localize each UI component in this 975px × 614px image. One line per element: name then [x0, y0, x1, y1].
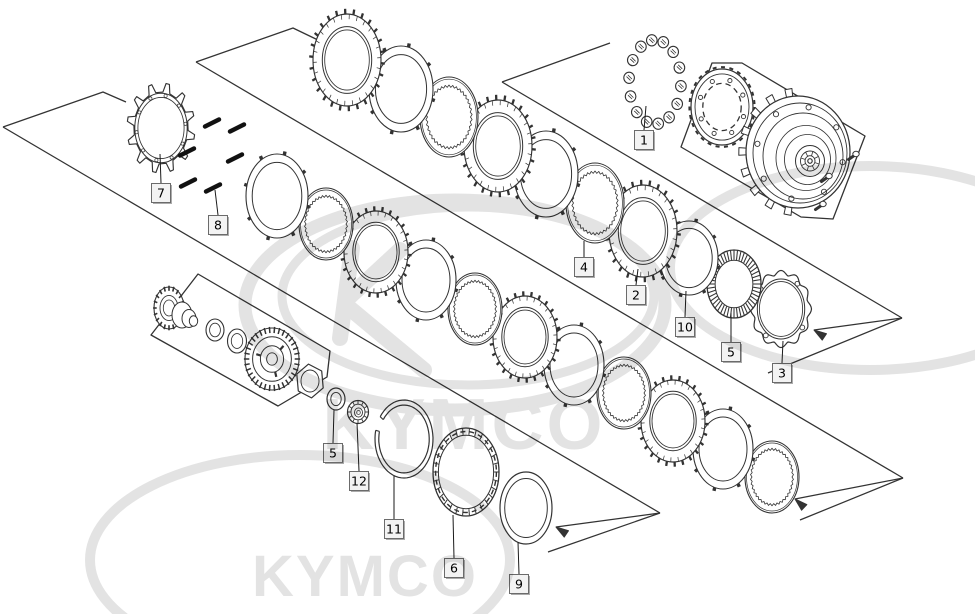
watermark-wordmark-secondary: KYMCO	[252, 544, 478, 609]
callout-number: 8	[214, 217, 222, 232]
callout-number: 7	[157, 185, 165, 200]
disc-friction-plate	[460, 94, 536, 198]
disc-friction-plate	[489, 291, 561, 383]
bolt	[814, 200, 827, 211]
callout-box[interactable]	[151, 183, 171, 203]
disc-wave-plate	[419, 76, 479, 158]
callout-1[interactable]: 1	[634, 105, 656, 151]
callout-box[interactable]	[626, 285, 646, 305]
ring-plain	[499, 471, 553, 545]
callout-box[interactable]	[349, 471, 369, 491]
disc-steel-plate	[393, 237, 459, 323]
callout-12[interactable]: 12	[349, 422, 371, 492]
callout-8[interactable]: 8	[208, 189, 230, 236]
callout-box[interactable]	[574, 257, 594, 277]
drive-plate	[126, 82, 196, 174]
gear-ring	[432, 427, 500, 517]
callout-number: 3	[778, 365, 786, 380]
watermark-swoosh-main-outer	[238, 193, 672, 417]
bolt	[820, 172, 833, 183]
callout-box[interactable]	[444, 558, 464, 578]
callout-number: 11	[386, 521, 402, 536]
callout-number: 2	[632, 287, 640, 302]
gear-shaft-assembly	[153, 285, 324, 399]
callout-9[interactable]: 9	[509, 541, 531, 595]
callout-box[interactable]	[384, 519, 404, 539]
disc-wave-plate	[744, 440, 800, 514]
disc-steel-plate	[366, 43, 436, 135]
band-lower-band	[2, 91, 661, 553]
callout-number: 4	[580, 259, 588, 274]
callout-3[interactable]: 3	[772, 340, 794, 384]
watermark: KYMCO KYMCO	[85, 161, 975, 614]
watermark-swoosh-main-inner	[277, 202, 659, 390]
callout-4[interactable]: 4	[574, 241, 596, 278]
watermark-wordmark: KYMCO	[323, 385, 606, 465]
callout-2[interactable]: 2	[626, 268, 648, 306]
callout-10[interactable]: 10	[675, 290, 697, 338]
bearing	[346, 399, 370, 425]
watermark-k-glyph	[332, 240, 432, 378]
watermark-swoosh-upper-right	[665, 161, 975, 375]
callout-number: 10	[677, 319, 693, 334]
watermark-swoosh-lower-left	[85, 450, 515, 614]
callout-box[interactable]	[208, 215, 228, 235]
callout-box[interactable]	[634, 130, 654, 150]
callout-box[interactable]	[675, 317, 695, 337]
callout-6[interactable]: 6	[444, 514, 466, 579]
disc-friction-plate	[309, 8, 385, 112]
callout-number: 9	[515, 576, 523, 591]
bolt	[847, 150, 860, 161]
disc-steel-plate	[243, 151, 311, 241]
plate-row-upper-plate-row	[309, 8, 813, 349]
roller-set	[623, 34, 687, 130]
callout-7[interactable]: 7	[151, 153, 173, 204]
pin-set	[177, 117, 247, 194]
disc-steel-plate	[690, 406, 756, 492]
callout-number: 12	[351, 473, 367, 488]
callout-number: 5	[727, 344, 735, 359]
callout-number: 1	[640, 132, 648, 147]
callout-11[interactable]: 11	[384, 476, 406, 540]
disc-wave-plate	[447, 272, 503, 346]
band-upper-band	[195, 27, 904, 521]
callout-number: 6	[450, 560, 458, 575]
